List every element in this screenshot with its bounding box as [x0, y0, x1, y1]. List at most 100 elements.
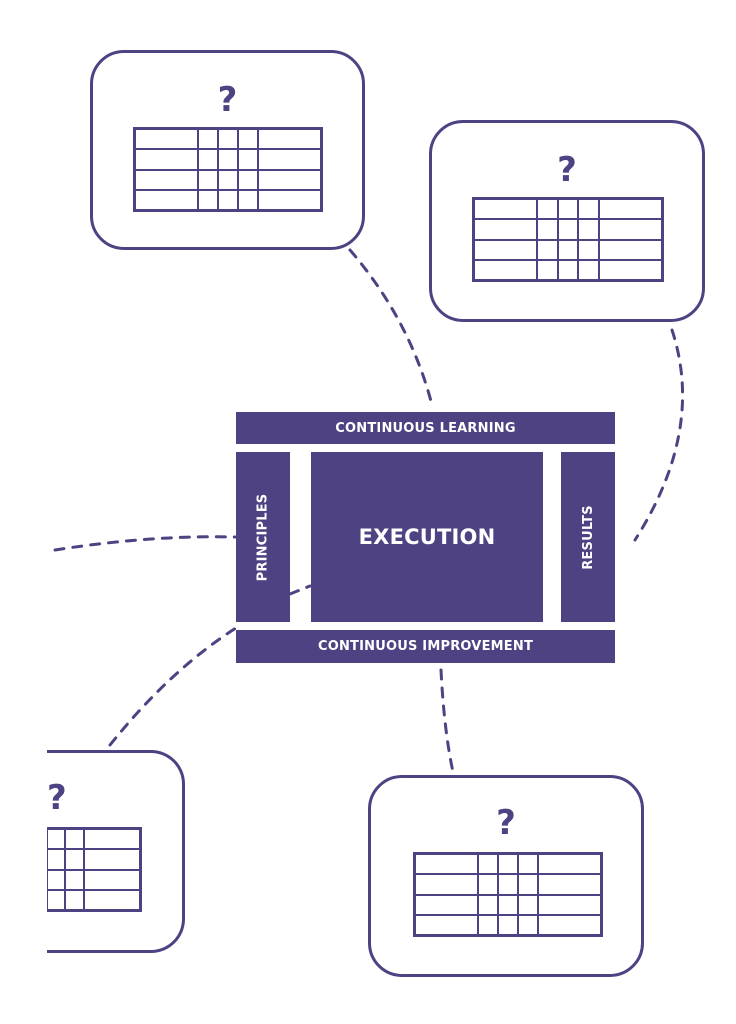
table-cell [65, 829, 84, 850]
table-cell [578, 259, 599, 280]
table-cell [578, 219, 599, 240]
table-cell [598, 239, 662, 260]
table-cell [415, 914, 478, 935]
results-label: RESULTS [580, 504, 596, 570]
table-cell [135, 189, 198, 210]
table-cell [83, 829, 140, 850]
connector-top-left [348, 248, 434, 407]
table-cell [238, 129, 259, 150]
table-cell [477, 894, 498, 915]
continuous-improvement-bar: CONTINUOUS IMPROVEMENT [236, 630, 615, 663]
table-cell [557, 259, 579, 280]
question-mark-icon: ? [496, 803, 516, 843]
table-cell [538, 914, 601, 935]
card-bottom-left: ? [47, 750, 185, 953]
table-icon [133, 127, 323, 212]
table-cell [474, 239, 538, 260]
card-bottom-right: ? [368, 775, 644, 977]
question-mark-icon: ? [217, 80, 238, 120]
table-cell [197, 149, 218, 170]
table-cell [518, 914, 539, 935]
table-cell [258, 169, 321, 190]
table-cell [415, 854, 478, 875]
table-cell [598, 219, 662, 240]
table-cell [537, 239, 558, 260]
table-cell [598, 259, 662, 280]
table-cell [83, 889, 140, 910]
table-cell [497, 854, 519, 875]
table-cell [557, 219, 579, 240]
table-cell [578, 239, 599, 260]
table-cell [258, 129, 321, 150]
table-cell [415, 874, 478, 895]
question-mark-icon: ? [47, 778, 67, 818]
question-mark-icon: ? [557, 150, 577, 190]
table-cell [65, 849, 84, 870]
continuous-learning-bar: CONTINUOUS LEARNING [236, 412, 615, 444]
table-cell [197, 129, 218, 150]
table-cell [474, 259, 538, 280]
table-cell [474, 219, 538, 240]
table-cell [47, 889, 66, 910]
connector-inner [288, 584, 312, 596]
execution-block: EXECUTION [311, 452, 543, 622]
table-cell [518, 854, 539, 875]
table-cell [578, 199, 599, 220]
table-cell [197, 169, 218, 190]
table-cell [415, 894, 478, 915]
table-cell [474, 199, 538, 220]
table-cell [238, 149, 259, 170]
table-cell [557, 199, 579, 220]
table-cell [47, 829, 66, 850]
table-cell [258, 189, 321, 210]
table-cell [65, 869, 84, 890]
table-cell [135, 169, 198, 190]
principles-bar: PRINCIPLES [236, 452, 290, 622]
table-cell [47, 849, 66, 870]
table-cell [598, 199, 662, 220]
table-icon [413, 852, 603, 937]
table-cell [217, 189, 239, 210]
continuous-improvement-label: CONTINUOUS IMPROVEMENT [317, 639, 534, 654]
table-cell [538, 894, 601, 915]
principles-label: PRINCIPLES [255, 493, 271, 581]
table-cell [518, 874, 539, 895]
card-top-left: ? [90, 50, 365, 250]
table-cell [217, 129, 239, 150]
table-cell [47, 869, 66, 890]
connector-bottom-left [108, 626, 238, 747]
table-cell [135, 149, 198, 170]
table-cell [217, 149, 239, 170]
results-bar: RESULTS [561, 452, 615, 622]
table-cell [497, 874, 519, 895]
table-cell [83, 869, 140, 890]
table-cell [537, 199, 558, 220]
table-cell [135, 129, 198, 150]
table-cell [477, 874, 498, 895]
connector-left [53, 535, 237, 552]
table-cell [477, 914, 498, 935]
table-cell [538, 874, 601, 895]
connector-top-right [633, 328, 685, 542]
table-cell [537, 259, 558, 280]
table-cell [497, 914, 519, 935]
table-cell [238, 169, 259, 190]
table-cell [83, 849, 140, 870]
table-cell [217, 169, 239, 190]
table-cell [537, 219, 558, 240]
card-top-right: ? [429, 120, 705, 322]
table-cell [538, 854, 601, 875]
table-cell [258, 149, 321, 170]
table-cell [197, 189, 218, 210]
table-cell [557, 239, 579, 260]
table-cell [497, 894, 519, 915]
table-icon [47, 827, 142, 912]
table-cell [238, 189, 259, 210]
table-cell [65, 889, 84, 910]
continuous-learning-label: CONTINUOUS LEARNING [335, 420, 516, 436]
execution-label: EXECUTION [358, 525, 496, 549]
table-icon [472, 197, 664, 282]
connector-bottom-right [439, 668, 455, 774]
table-cell [518, 894, 539, 915]
